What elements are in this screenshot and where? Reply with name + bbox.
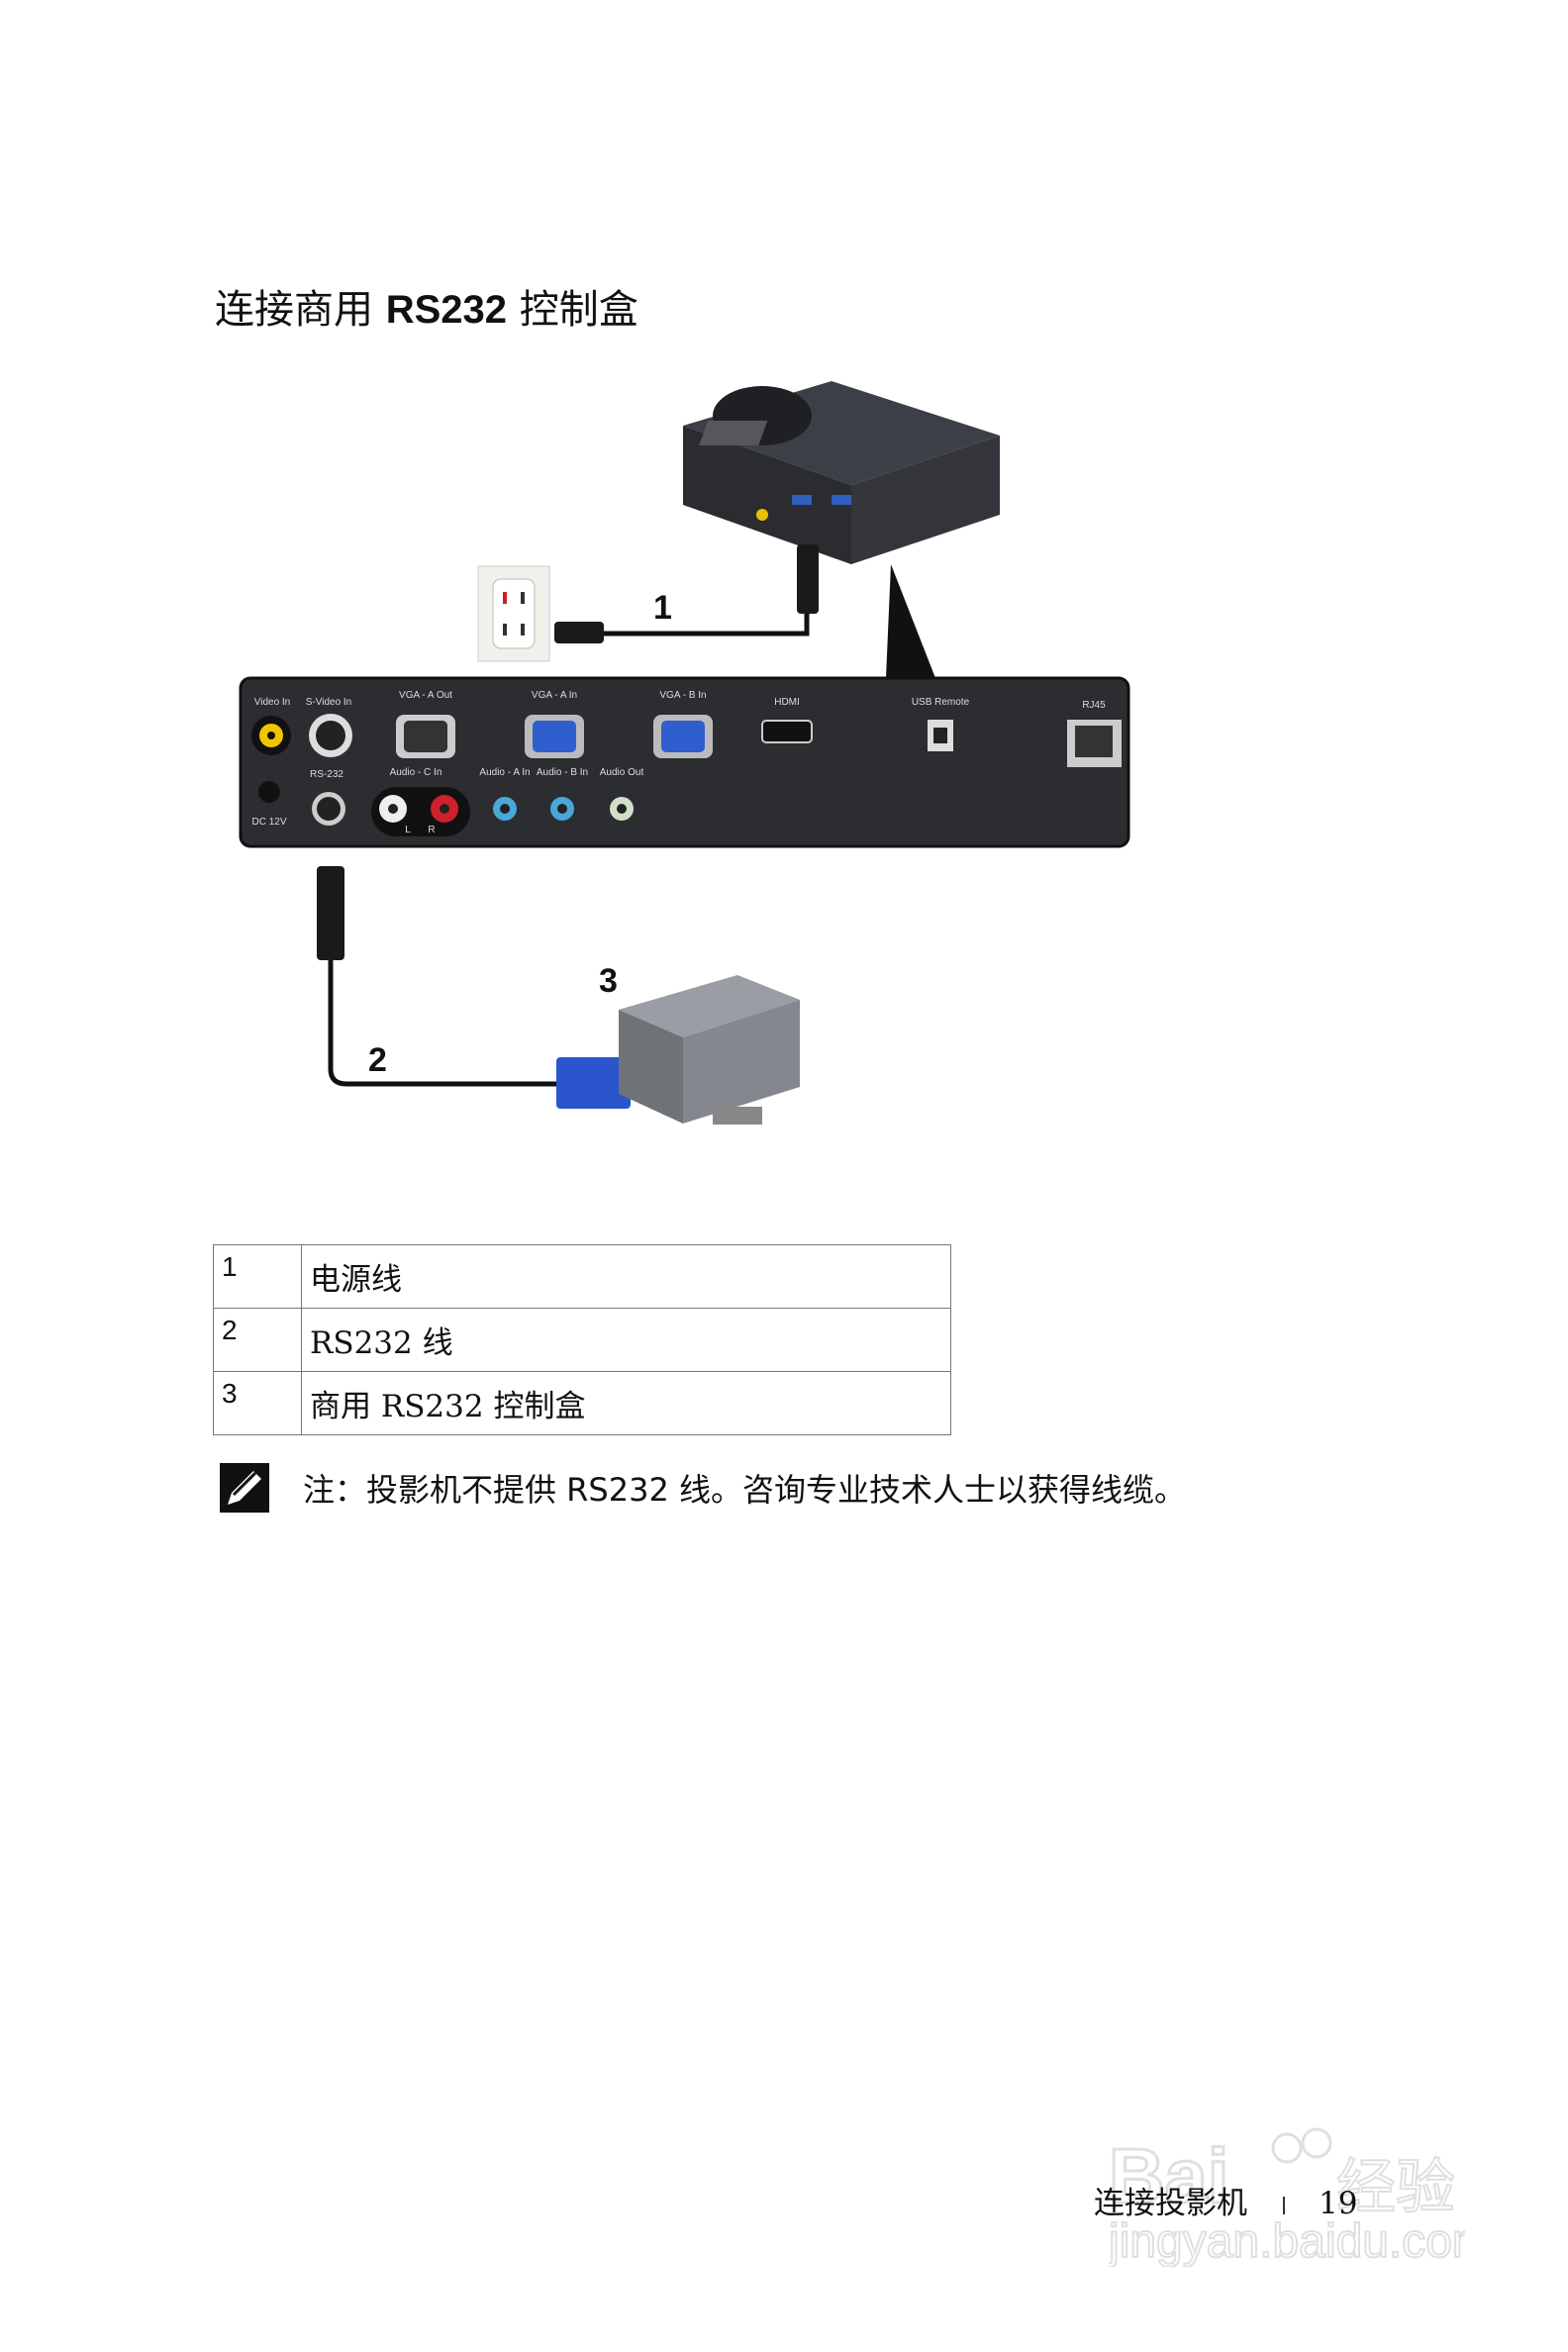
port-label: DC 12V	[251, 817, 286, 828]
callout-2: 2	[368, 1041, 387, 1079]
port-label-right: R	[428, 825, 435, 835]
projector-image	[683, 381, 1000, 564]
page-footer: 连接投影机 19	[1094, 2178, 1357, 2222]
control-box-image	[619, 975, 800, 1125]
footer-section: 连接投影机	[1094, 2186, 1247, 2221]
wall-outlet-image	[477, 565, 550, 662]
page-number: 19	[1319, 2186, 1358, 2221]
port-label: Audio - C In	[390, 767, 442, 778]
port-label: RS-232	[310, 769, 343, 780]
zoom-pointer	[886, 564, 935, 678]
port-label: RJ45	[1082, 700, 1106, 711]
port-label-left: L	[405, 825, 411, 835]
port-label: Audio - A In	[479, 767, 530, 778]
svg-text:jingyan.baidu.com: jingyan.baidu.com	[1109, 2215, 1465, 2267]
note-text: 注：投影机不提供 RS232 线。咨询专业技术人士以获得线缆。	[303, 1471, 1186, 1509]
port-label: Video In	[254, 697, 291, 708]
port-label: HDMI	[774, 697, 800, 708]
port-label: VGA - A In	[532, 690, 577, 701]
connection-diagram: 1 Video In S-Video In VGA - A Out VGA - …	[239, 381, 1130, 1125]
callout-1: 1	[653, 589, 672, 627]
callout-3: 3	[599, 962, 618, 1000]
port-label: S-Video In	[306, 697, 352, 708]
pencil-note-icon	[220, 1463, 269, 1513]
page-title: 连接商用 RS232 控制盒	[215, 287, 638, 333]
note: 注：投影机不提供 RS232 线。咨询专业技术人士以获得线缆。	[220, 1463, 1186, 1513]
port-label: VGA - B In	[659, 690, 706, 701]
port-label: Audio - B In	[537, 767, 588, 778]
port-label: Audio Out	[600, 767, 644, 778]
rs232-cable	[317, 866, 631, 1109]
io-panel: Video In S-Video In VGA - A Out VGA - A …	[239, 676, 1130, 848]
footer-divider	[1283, 2196, 1285, 2214]
port-label: USB Remote	[912, 697, 970, 708]
power-cable	[554, 544, 819, 643]
port-label: VGA - A Out	[399, 690, 452, 701]
